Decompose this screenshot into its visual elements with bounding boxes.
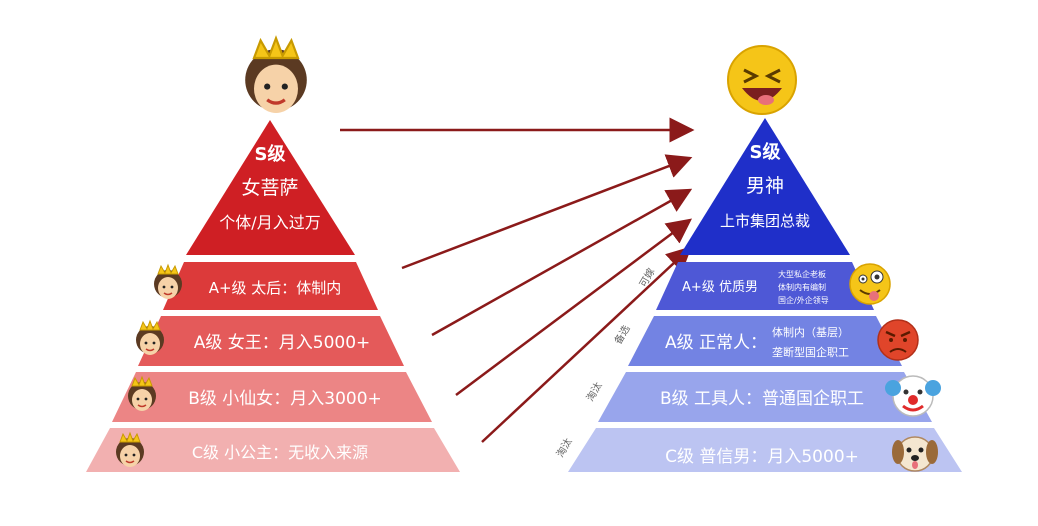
arrow-c-to-s (481, 246, 692, 443)
side-note-backup: 备选 (611, 323, 632, 347)
right-tier-b (598, 372, 932, 422)
left-a-plus-label: A+级 太后：体制内 (209, 279, 342, 297)
right-tier-a (628, 316, 902, 366)
left-s-desc: 个体/月入过万 (219, 213, 320, 232)
dog-face-emoji (892, 436, 938, 472)
right-a-label: A级 正常人： (665, 333, 767, 353)
arrows (340, 117, 695, 443)
right-a-plus-detail-1: 大型私企老板 (778, 269, 826, 279)
arrow-a-plus-to-s (401, 154, 693, 270)
right-a-plus-label: A+级 优质男 (682, 280, 758, 295)
right-a-detail-2: 垄断型国企职工 (772, 345, 849, 359)
arrow-b-to-s (455, 218, 693, 397)
right-a-detail-1: 体制内（基层） (772, 325, 849, 339)
left-tier-b (112, 372, 432, 422)
left-pyramid: S级 女菩萨 个体/月入过万 A+级 太后：体制内 A级 女王：月入5000+ … (86, 36, 460, 472)
right-c-label: C级 普信男：月入5000+ (665, 447, 859, 467)
right-pyramid: S级 男神 上市集团总裁 A+级 优质男 大型私企老板 体制内有编制 国企/外企… (553, 45, 962, 472)
crowned-girl-emoji (153, 264, 183, 300)
right-tier-s (680, 118, 850, 255)
angry-face-emoji (877, 319, 919, 361)
arrow-a-to-s (431, 188, 693, 337)
silly-face-emoji (849, 263, 891, 305)
left-b-label: B级 小仙女：月入3000+ (188, 389, 382, 409)
right-b-label: B级 工具人：普通国企职工 (660, 389, 864, 409)
right-s-title: 男神 (746, 175, 784, 197)
left-a-label: A级 女王：月入5000+ (194, 333, 371, 353)
laughing-face-emoji (727, 45, 797, 115)
side-note-marriable: 可嫁 (636, 266, 657, 290)
right-a-plus-detail-2: 体制内有编制 (778, 282, 826, 292)
side-note-eliminated-2: 淘汰 (553, 436, 574, 460)
right-s-desc: 上市集团总裁 (720, 212, 810, 230)
left-c-label: C级 小公主：无收入来源 (192, 443, 368, 462)
right-tier-c (568, 428, 962, 472)
left-tier-a (138, 316, 404, 366)
right-tier-a-plus (656, 262, 874, 310)
clown-face-emoji (885, 375, 941, 417)
left-s-title: 女菩萨 (241, 177, 298, 199)
side-note-eliminated-1: 淘汰 (583, 380, 604, 404)
right-a-plus-detail-3: 国企/外企领导 (778, 295, 829, 305)
crowned-girl-emoji (243, 36, 309, 115)
left-tier-c (86, 428, 460, 472)
right-s-grade: S级 (750, 141, 782, 163)
left-tier-s (186, 120, 355, 255)
left-tier-a-plus (163, 262, 378, 310)
left-s-grade: S级 (255, 143, 287, 165)
